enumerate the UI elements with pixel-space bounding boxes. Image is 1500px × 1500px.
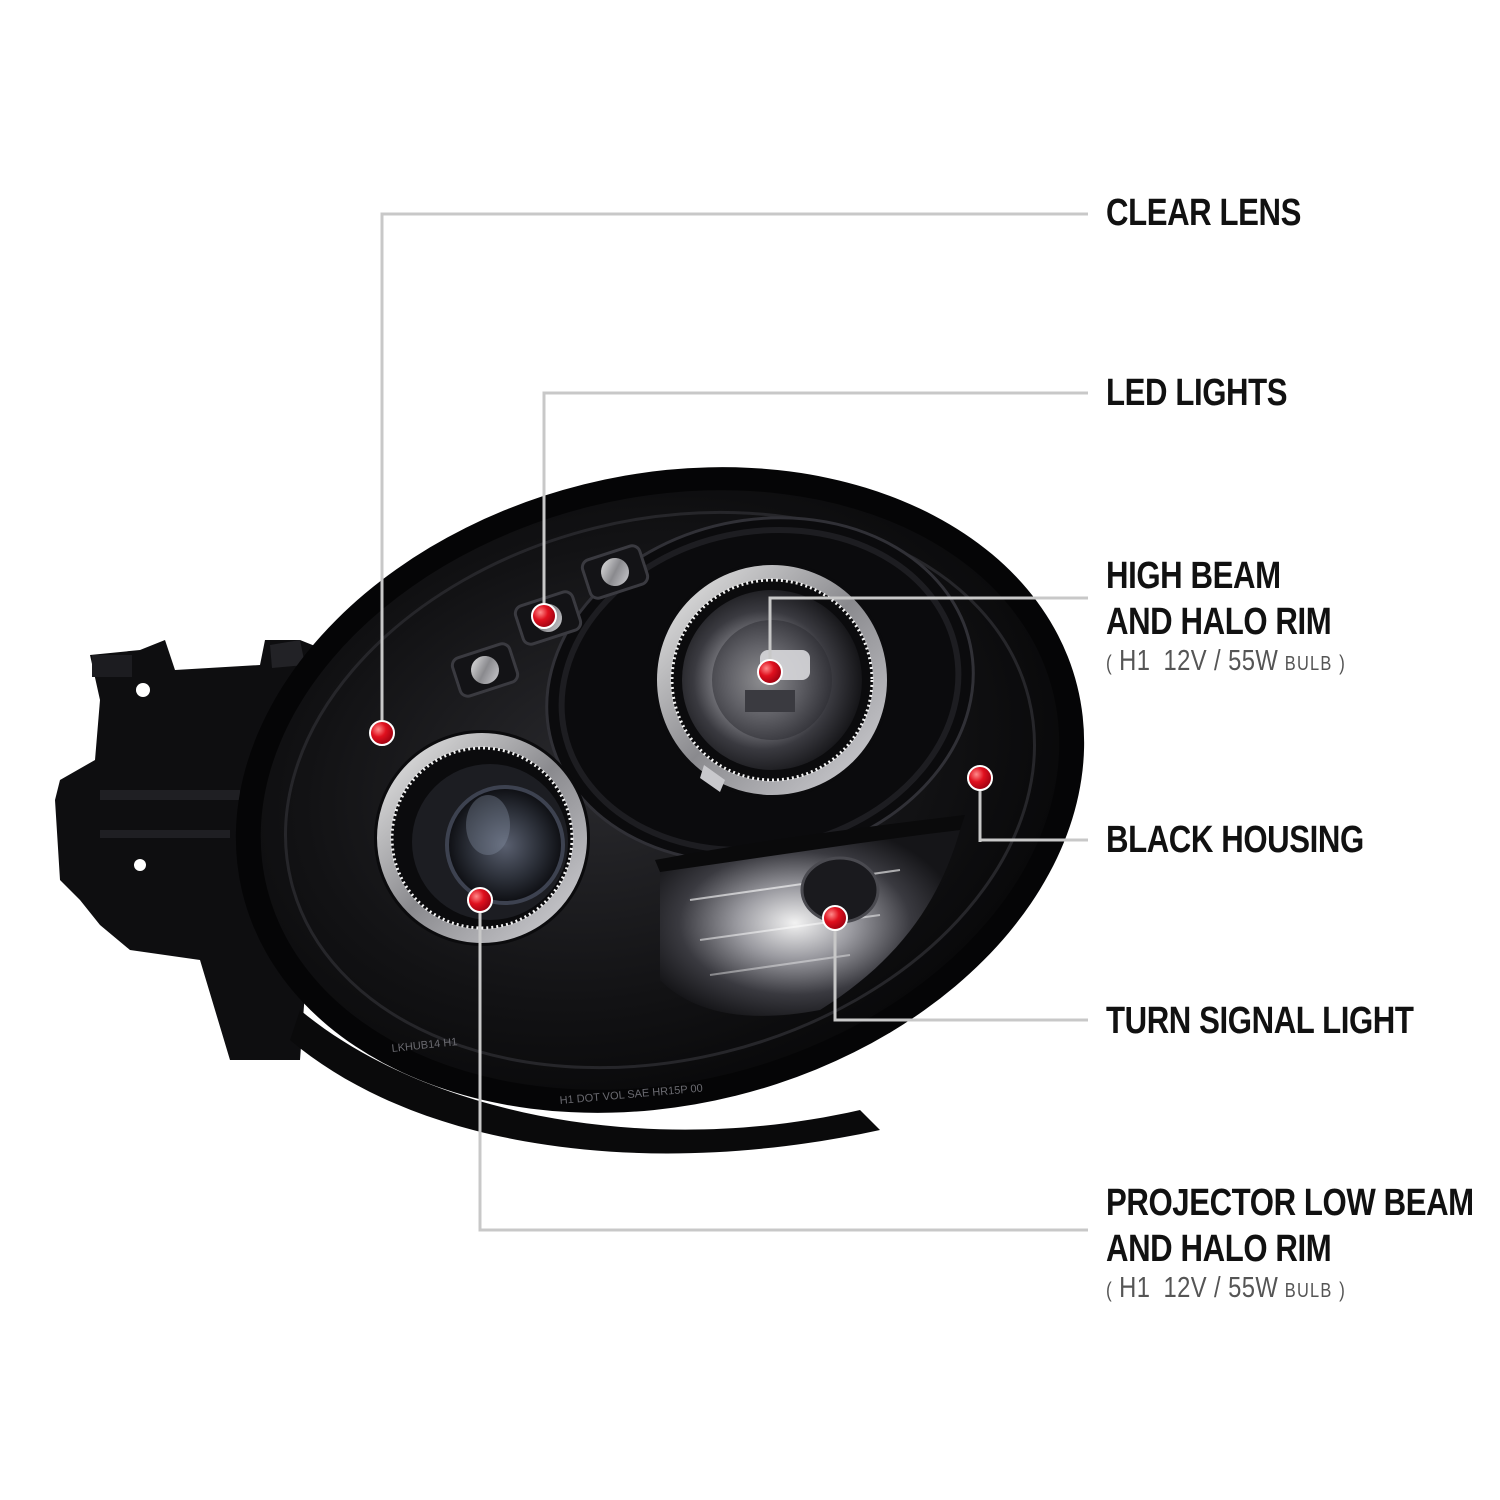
callout-clear-lens: CLEAR LENS [1106, 190, 1301, 236]
callout-projector-line1: PROJECTOR LOW BEAM [1106, 1182, 1474, 1224]
leader-high-beam [768, 596, 1088, 672]
marker-dot-turn-signal [822, 905, 848, 931]
callout-high-beam-line2: AND HALO RIM [1106, 601, 1332, 643]
projector-assembly [374, 730, 590, 946]
marker-dot-clear-lens [369, 720, 395, 746]
callout-high-beam: HIGH BEAM AND HALO RIM ( H1 12V / 55W BU… [1106, 553, 1346, 680]
leader-lines [380, 212, 1088, 1232]
marker-dots [369, 603, 993, 931]
marker-dot-black-housing [967, 765, 993, 791]
callout-high-beam-line1: HIGH BEAM [1106, 555, 1281, 597]
leader-projector [478, 900, 1088, 1232]
leader-clear-lens [380, 212, 1088, 733]
marker-dot-high-beam [757, 659, 783, 685]
marker-dot-projector [467, 887, 493, 913]
callout-turn-signal: TURN SIGNAL LIGHT [1106, 998, 1414, 1044]
callout-clear-lens-text: CLEAR LENS [1106, 192, 1301, 234]
turn-signal-reflector [655, 815, 965, 1016]
callout-turn-signal-text: TURN SIGNAL LIGHT [1106, 1000, 1414, 1042]
callout-led-lights: LED LIGHTS [1106, 370, 1288, 416]
callout-projector-spec: ( H1 12V / 55W BULB ) [1106, 1272, 1346, 1304]
callout-high-beam-spec: ( H1 12V / 55W BULB ) [1106, 645, 1346, 677]
leader-turn-signal [833, 918, 1088, 1022]
callout-black-housing: BLACK HOUSING [1106, 817, 1364, 863]
leader-led-lights [542, 391, 1088, 616]
marker-dot-led-lights [531, 603, 557, 629]
callout-led-lights-text: LED LIGHTS [1106, 372, 1288, 414]
callout-black-housing-text: BLACK HOUSING [1106, 819, 1364, 861]
callout-projector-low-beam: PROJECTOR LOW BEAM AND HALO RIM ( H1 12V… [1106, 1180, 1474, 1307]
callout-projector-line2: AND HALO RIM [1106, 1228, 1332, 1270]
